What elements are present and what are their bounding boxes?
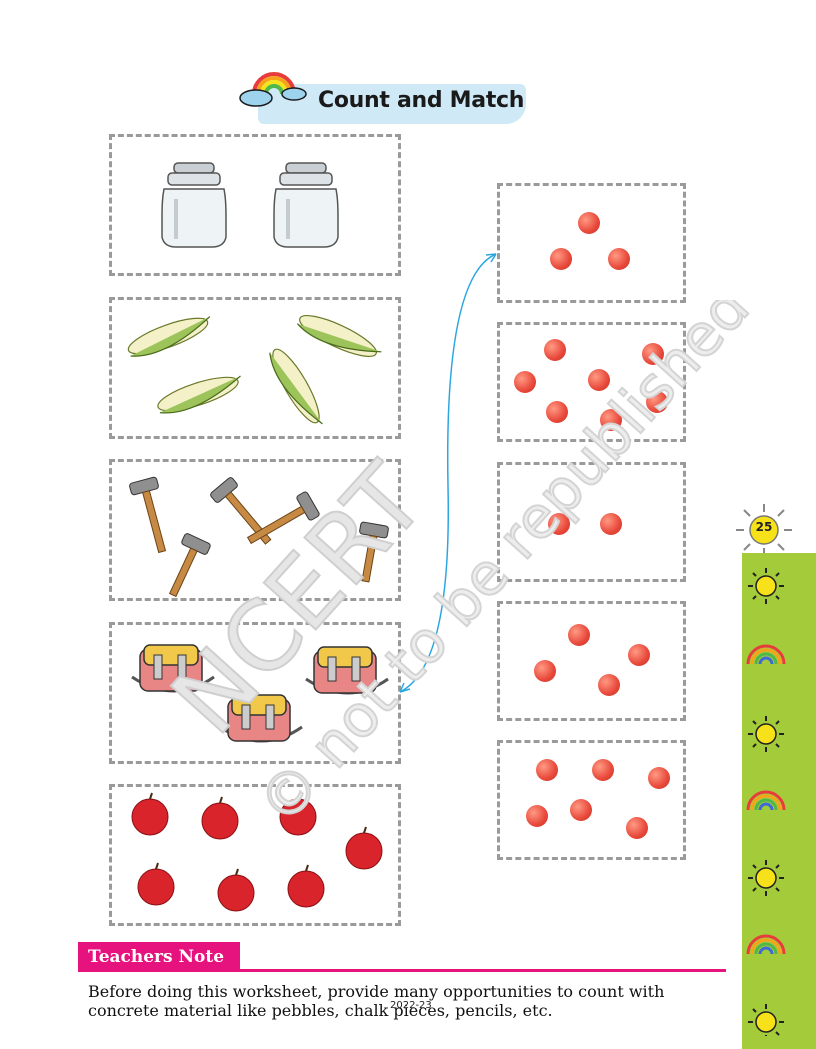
- right-box-1[interactable]: [497, 183, 686, 303]
- corn-icon: [127, 315, 382, 425]
- counting-dot: [648, 767, 670, 789]
- counting-dot: [578, 212, 600, 234]
- sun-icon: [748, 1004, 784, 1036]
- counting-dot: [544, 339, 566, 361]
- apple-icon: [131, 792, 383, 912]
- counting-dot: [598, 674, 620, 696]
- counting-dot: [642, 343, 664, 365]
- teachers-note-label: Teachers Note: [78, 942, 240, 972]
- counting-dot: [588, 369, 610, 391]
- footer-year: 2022-23: [390, 1000, 432, 1011]
- counting-dot: [548, 513, 570, 535]
- right-box-4[interactable]: [497, 601, 686, 721]
- right-box-5[interactable]: [497, 740, 686, 860]
- counting-dot: [592, 759, 614, 781]
- counting-dot: [570, 799, 592, 821]
- counting-dot: [550, 248, 572, 270]
- page-number: 25: [755, 520, 773, 534]
- counting-dot: [526, 805, 548, 827]
- left-box-corn[interactable]: [109, 297, 401, 439]
- bag-icon: [131, 644, 389, 743]
- counting-dot: [600, 409, 622, 431]
- page-title: Count and Match: [318, 88, 525, 113]
- counting-dot: [628, 644, 650, 666]
- counting-dot: [608, 248, 630, 270]
- teachers-note-rule: [78, 969, 726, 972]
- sun-icon: [748, 716, 784, 752]
- match-arrow: [399, 253, 497, 693]
- teachers-note-text: Before doing this worksheet, provide man…: [88, 982, 665, 1020]
- right-box-2[interactable]: [497, 322, 686, 442]
- counting-dot: [568, 624, 590, 646]
- rainbow-icon: [746, 790, 786, 811]
- left-box-jars[interactable]: [109, 134, 401, 276]
- hammer-icon: [129, 476, 389, 598]
- rainbow-icon: [746, 934, 786, 955]
- counting-dot: [536, 759, 558, 781]
- sun-icon: [748, 860, 784, 896]
- counting-dot: [646, 391, 668, 413]
- sun-icon: [748, 568, 784, 604]
- counting-dot: [600, 513, 622, 535]
- rainbow-cloud-icon: [239, 72, 307, 107]
- counting-dot: [626, 817, 648, 839]
- side-icons: [746, 568, 786, 1036]
- rainbow-icon: [746, 644, 786, 665]
- counting-dot: [546, 401, 568, 423]
- right-box-3[interactable]: [497, 462, 686, 582]
- page-number-sun-icon: [736, 504, 792, 556]
- left-box-bags[interactable]: [109, 622, 401, 764]
- counting-dot: [514, 371, 536, 393]
- left-box-apples[interactable]: [109, 784, 401, 926]
- jar-icon: [161, 162, 339, 248]
- left-box-hammers[interactable]: [109, 459, 401, 601]
- counting-dot: [534, 660, 556, 682]
